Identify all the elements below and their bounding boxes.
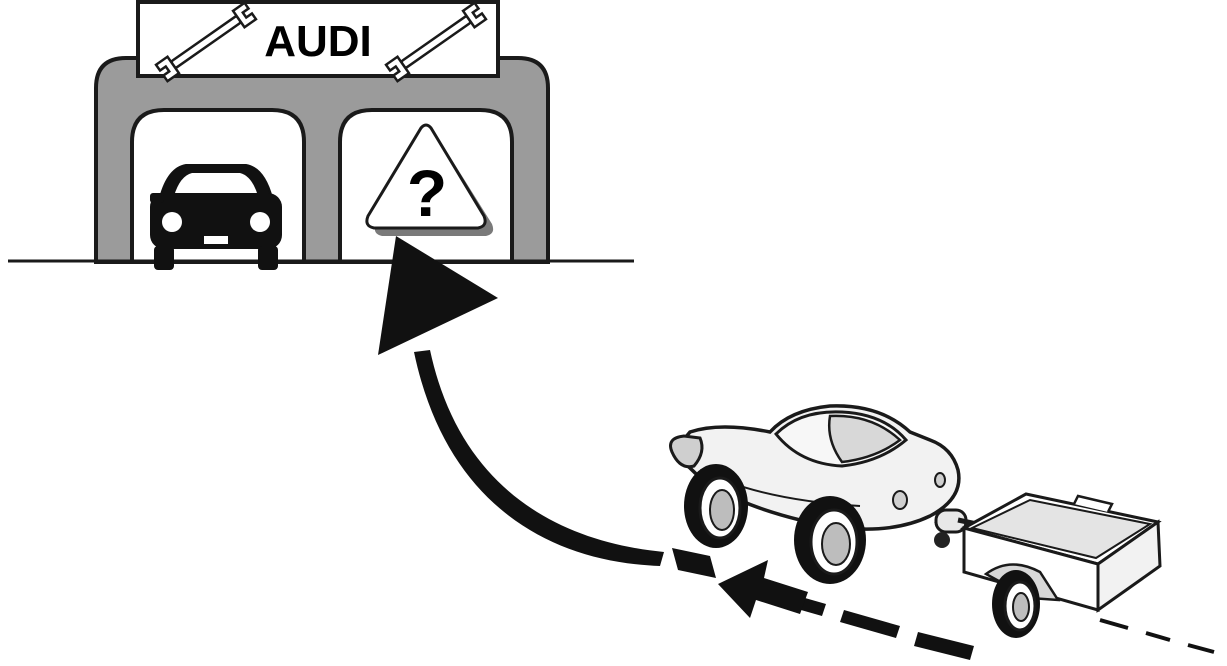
- towing-car-icon: [669, 404, 970, 584]
- road-dash: [672, 548, 716, 578]
- road-dash: [914, 632, 974, 660]
- route-arrow-to-dealer: [378, 236, 664, 566]
- wrench-icon: [384, 1, 488, 83]
- garage-sign: AUDI: [136, 0, 500, 83]
- car-front-icon: [150, 164, 282, 270]
- car-rear-wheel: [684, 464, 748, 548]
- road-dash: [840, 610, 900, 638]
- trailer-icon: [957, 492, 1162, 638]
- warning-question-mark: ?: [407, 156, 447, 230]
- wrench-icon: [154, 1, 258, 83]
- trailer-wheel: [992, 570, 1040, 638]
- sign-text: AUDI: [264, 17, 372, 66]
- car-front-wheel: [794, 496, 866, 584]
- direction-arrow: [718, 560, 808, 618]
- warning-question-icon: ?: [365, 123, 494, 236]
- road-path: [672, 548, 1215, 660]
